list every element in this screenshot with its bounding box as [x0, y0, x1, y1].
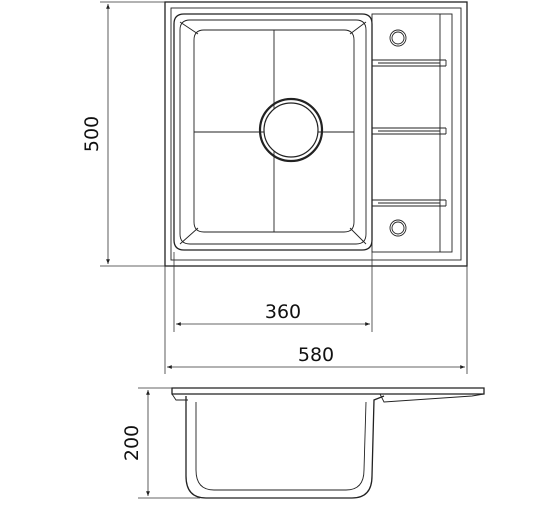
- sink-inner-rim: [170, 7, 462, 261]
- side-rim: [171, 387, 485, 395]
- side-drainer-underside: [379, 393, 485, 403]
- side-bowl-outer: [185, 395, 385, 499]
- side-view: [171, 387, 485, 499]
- tap-hole-bottom-inner: [391, 221, 405, 235]
- top-view: [164, 1, 468, 267]
- dimension-depth: 500: [81, 1, 165, 267]
- dimension-height-label: 200: [121, 425, 143, 461]
- side-bowl-inner: [195, 401, 367, 491]
- drainer-rib: [372, 59, 447, 67]
- bowl-corner-line: [179, 227, 199, 245]
- bowl-outer-edge: [173, 13, 373, 251]
- drainer-rib: [372, 199, 447, 207]
- drainer-board: [371, 13, 453, 253]
- dimension-total-width: 580: [164, 266, 468, 374]
- dimension-bowl-width-label: 360: [265, 301, 301, 323]
- dimension-bowl-width: 360: [173, 252, 373, 332]
- bowl-corner-line: [349, 21, 367, 35]
- bowl-floor: [193, 29, 355, 233]
- drainer-rib: [372, 127, 447, 135]
- dimension-depth-label: 500: [81, 116, 103, 152]
- bowl-corner-line: [349, 227, 367, 245]
- drain-outer-ring: [258, 97, 324, 163]
- bowl-corner-line: [179, 21, 199, 35]
- side-left-lip: [171, 393, 188, 401]
- drain-inner-ring: [263, 102, 319, 158]
- dimension-total-width-label: 580: [298, 344, 334, 366]
- tap-hole-bottom: [389, 219, 407, 237]
- bowl-slope-contour: [179, 19, 367, 245]
- sink-outer-rim: [164, 1, 468, 267]
- tap-hole-top-inner: [391, 31, 405, 45]
- dimension-height: 200: [121, 387, 200, 499]
- tap-hole-top: [389, 29, 407, 47]
